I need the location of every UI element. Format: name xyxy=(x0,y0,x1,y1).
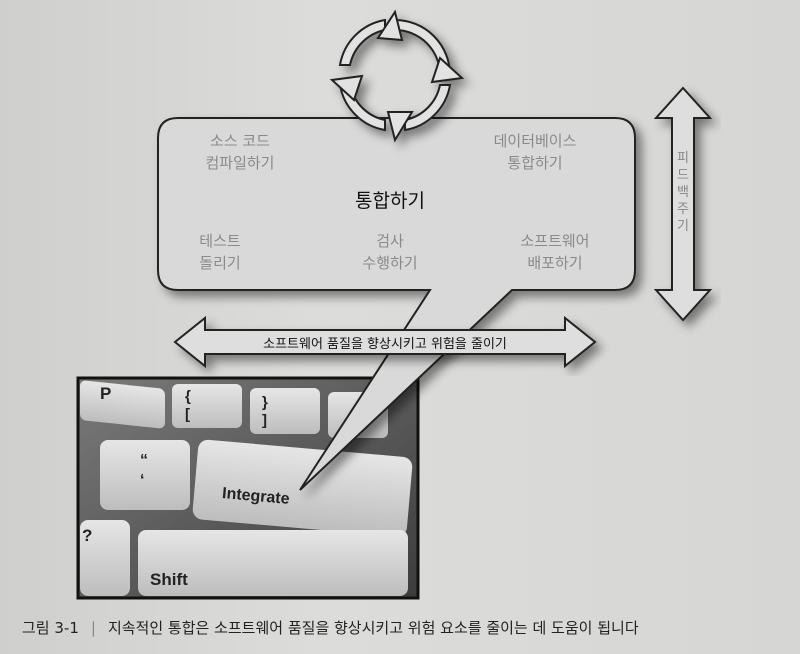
activity-compile: 소스 코드 컴파일하기 xyxy=(205,132,275,172)
figure-caption: 그림 3-1 | 지속적인 통합은 소프트웨어 품질을 향상시키고 위험 요소를 줄… xyxy=(22,617,639,638)
key-brace-right: } xyxy=(262,394,268,411)
key-question: ? xyxy=(82,526,93,545)
activity-inspection: 검사 수행하기 xyxy=(362,232,418,272)
figure-number: 그림 3-1 xyxy=(22,619,79,637)
key-bracket-right: ] xyxy=(262,412,267,429)
key-brace-left: { xyxy=(185,388,191,405)
activity-test: 테스트 돌리기 xyxy=(199,232,241,272)
circular-arrows-icon xyxy=(329,9,465,143)
vertical-arrow-label: 피드백 주기 xyxy=(677,151,689,234)
caption-separator: | xyxy=(90,619,96,637)
key-bracket-left: [ xyxy=(185,406,190,423)
callout-box xyxy=(157,117,636,491)
key-double-quote: “ xyxy=(140,452,148,469)
activity-deploy: 소프트웨어 배포하기 xyxy=(520,232,590,272)
caption-text: 지속적인 통합은 소프트웨어 품질을 향상시키고 위험 요소를 줄이는 데 도움… xyxy=(107,619,639,637)
key-shift: Shift xyxy=(150,570,188,589)
activity-db-integration: 데이터베이스 통합하기 xyxy=(493,132,577,172)
vertical-double-arrow xyxy=(653,86,713,322)
key-p: P xyxy=(100,384,112,403)
horizontal-double-arrow xyxy=(173,315,597,369)
key-single-quote: ‘ xyxy=(140,472,145,489)
center-label: 통합하기 xyxy=(355,190,425,212)
horizontal-arrow-label: 소프트웨어 품질을 향상시키고 위험을 줄이기 xyxy=(263,337,507,352)
